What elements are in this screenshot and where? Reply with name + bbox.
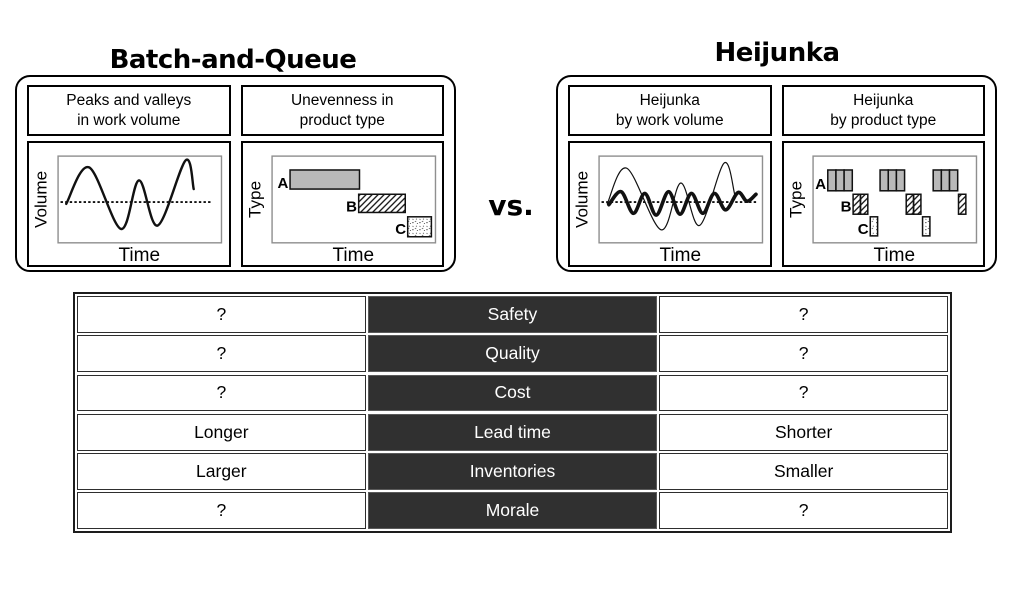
- header-line: Unevenness in: [290, 91, 394, 109]
- table-cell-attribute: Safety: [368, 296, 657, 333]
- product-label-A: A: [277, 175, 288, 192]
- product-label-C: C: [395, 221, 406, 238]
- y-axis-label: Volume: [573, 171, 592, 228]
- table-cell-batch: ?: [77, 492, 366, 529]
- product-bar-B: [357, 193, 406, 214]
- product-bar-A: [931, 169, 942, 192]
- product-bar-B: [912, 193, 922, 215]
- product-bar-B: [851, 193, 861, 215]
- heijunka-type-header: Heijunka by product type: [781, 85, 985, 136]
- batch-type-mini-chart: Type Time A B C: [245, 155, 436, 265]
- batch-volume-chart-panel: Volume Time: [27, 141, 231, 267]
- chart-plot: ABC: [815, 169, 967, 238]
- heijunka-type-mini-chart: Type Time ABC: [786, 155, 977, 265]
- table-cell-heijunka: ?: [659, 335, 948, 372]
- leveled-heijunka-wave: [607, 189, 758, 217]
- y-axis-label: Type: [786, 181, 805, 218]
- table-cell-batch: ?: [77, 335, 366, 372]
- header-line: by product type: [830, 111, 937, 129]
- product-bar-C: [921, 216, 931, 237]
- work-volume-wave: [65, 158, 195, 231]
- chart-frame: [270, 155, 436, 244]
- product-label-B: B: [840, 199, 851, 216]
- y-axis-label: Type: [245, 181, 264, 218]
- header-line: Heijunka: [639, 91, 700, 109]
- table-cell-attribute: Quality: [368, 335, 657, 372]
- chart-plot: A B C: [277, 169, 432, 238]
- chart-frame: [811, 155, 977, 244]
- header-line: Heijunka: [853, 91, 914, 109]
- batch-type-header: Unevenness in product type: [240, 85, 444, 136]
- product-bar-B: [957, 193, 967, 215]
- chart-plot: [601, 162, 758, 231]
- table-cell-batch: ?: [77, 296, 366, 333]
- product-bar-A: [895, 169, 905, 192]
- header-line: by work volume: [615, 111, 724, 129]
- table-cell-heijunka: ?: [659, 296, 948, 333]
- header-line: Peaks and valleys: [66, 91, 192, 109]
- table-cell-attribute: Lead time: [368, 413, 657, 451]
- heijunka-group: Heijunka by work volume Heijunka by prod…: [556, 75, 997, 272]
- heijunka-volume-header: Heijunka by work volume: [568, 85, 772, 136]
- product-bar-A: [842, 169, 853, 192]
- table-cell-batch: Longer: [77, 413, 366, 451]
- batch-type-chart-panel: Type Time A B C: [240, 141, 444, 267]
- product-bar-C: [869, 216, 878, 237]
- y-axis-label: Volume: [32, 171, 51, 228]
- product-bar-A: [834, 169, 845, 192]
- chart-frame: [598, 155, 764, 244]
- batch-volume-mini-chart: Volume Time: [32, 155, 223, 265]
- product-bar-B: [859, 193, 869, 215]
- product-label-A: A: [815, 176, 826, 193]
- heijunka-title: Heijunka: [714, 38, 840, 68]
- batch-and-queue-title: Batch-and-Queue: [109, 45, 357, 75]
- product-bar-C: [406, 216, 432, 238]
- x-axis-label: Time: [659, 245, 701, 265]
- unleveled-demand-wave: [606, 162, 736, 231]
- product-bar-A: [886, 169, 897, 192]
- heijunka-volume-mini-chart: Volume Time: [573, 155, 764, 265]
- table-cell-attribute: Morale: [368, 492, 657, 529]
- product-bar-A: [940, 169, 950, 192]
- chart-plot: [60, 158, 212, 231]
- product-bar-A: [288, 169, 360, 190]
- table-cell-batch: ?: [77, 374, 366, 412]
- batch-volume-header: Peaks and valleys in work volume: [27, 85, 231, 136]
- header-line: product type: [299, 111, 385, 129]
- product-bar-B: [904, 193, 914, 215]
- x-axis-label: Time: [873, 245, 915, 265]
- product-bar-A: [948, 169, 958, 192]
- table-cell-heijunka: ?: [659, 492, 948, 529]
- heijunka-volume-chart-panel: Volume Time: [568, 141, 772, 267]
- x-axis-label: Time: [118, 245, 160, 265]
- table-cell-heijunka: ?: [659, 374, 948, 412]
- table-cell-batch: Larger: [77, 453, 366, 490]
- product-bar-A: [878, 169, 889, 192]
- chart-frame: [57, 155, 223, 244]
- table-cell-heijunka: Shorter: [659, 413, 948, 451]
- product-bar-A: [826, 169, 837, 192]
- table-cell-heijunka: Smaller: [659, 453, 948, 490]
- x-axis-label: Time: [332, 245, 374, 265]
- batch-and-queue-group: Peaks and valleys in work volume Unevenn…: [15, 75, 456, 272]
- table-cell-attribute: Cost: [368, 374, 657, 412]
- product-label-C: C: [857, 221, 868, 238]
- product-label-B: B: [346, 199, 357, 216]
- versus-label: vs.: [488, 189, 534, 222]
- table-cell-attribute: Inventories: [368, 453, 657, 490]
- header-line: in work volume: [77, 111, 181, 129]
